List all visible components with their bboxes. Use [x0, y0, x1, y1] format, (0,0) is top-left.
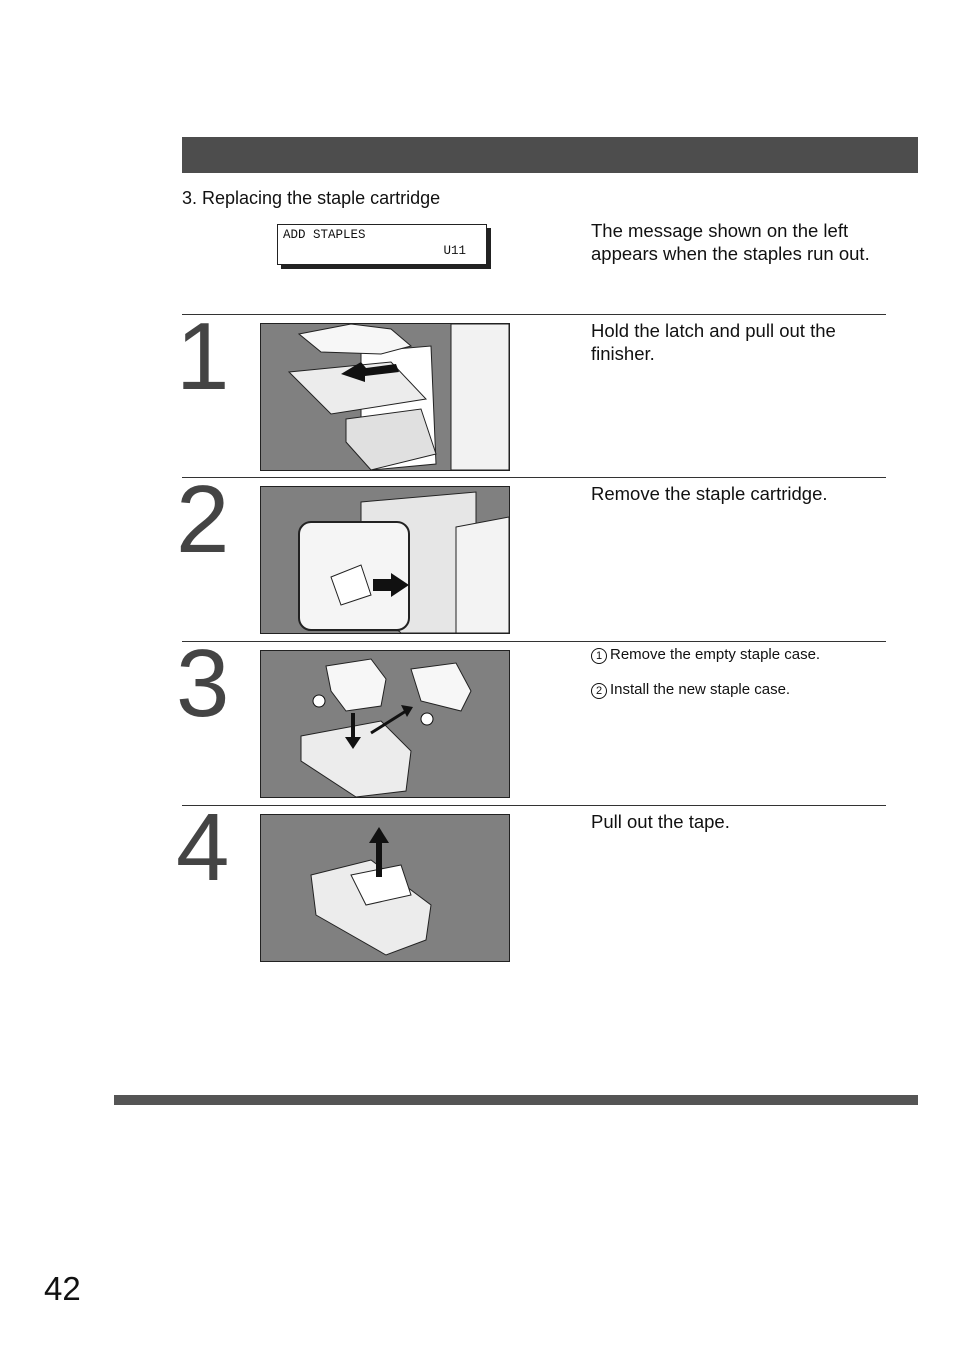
circled-number-2: 2	[591, 683, 607, 699]
step-1: 1 Hold the latch and pull out the finish…	[176, 307, 886, 479]
circled-number-1: 1	[591, 648, 607, 664]
step-number: 2	[176, 466, 230, 573]
page-number: 42	[44, 1270, 81, 1307]
substep-2-text: Install the new staple case.	[610, 681, 791, 698]
section-title: 3. Replacing the staple cartridge	[182, 188, 441, 208]
footer-bar	[114, 1095, 918, 1105]
intro-text: The message shown on the left appears wh…	[591, 220, 870, 264]
step-1-text: Hold the latch and pull out the finisher…	[591, 320, 836, 364]
step-4-illustration	[260, 814, 510, 962]
step-number: 3	[176, 630, 230, 737]
step-number: 4	[176, 794, 230, 901]
step-2-text: Remove the staple cartridge.	[591, 483, 828, 504]
step-2: 2 Remove the staple cartridge.	[176, 470, 886, 642]
header-bar	[182, 137, 918, 173]
lcd-line-1: ADD STAPLES	[283, 228, 366, 242]
step-1-illustration	[260, 323, 510, 471]
substep-1-text: Remove the empty staple case.	[610, 646, 821, 663]
lcd-line-2: U11	[443, 244, 466, 258]
step-4-text: Pull out the tape.	[591, 811, 730, 832]
step-number: 1	[176, 303, 230, 410]
lcd-display: ADD STAPLES U11	[277, 224, 487, 265]
step-4: 4 Pull out the tape.	[176, 798, 886, 970]
step-2-illustration	[260, 486, 510, 634]
step-3-illustration	[260, 650, 510, 798]
